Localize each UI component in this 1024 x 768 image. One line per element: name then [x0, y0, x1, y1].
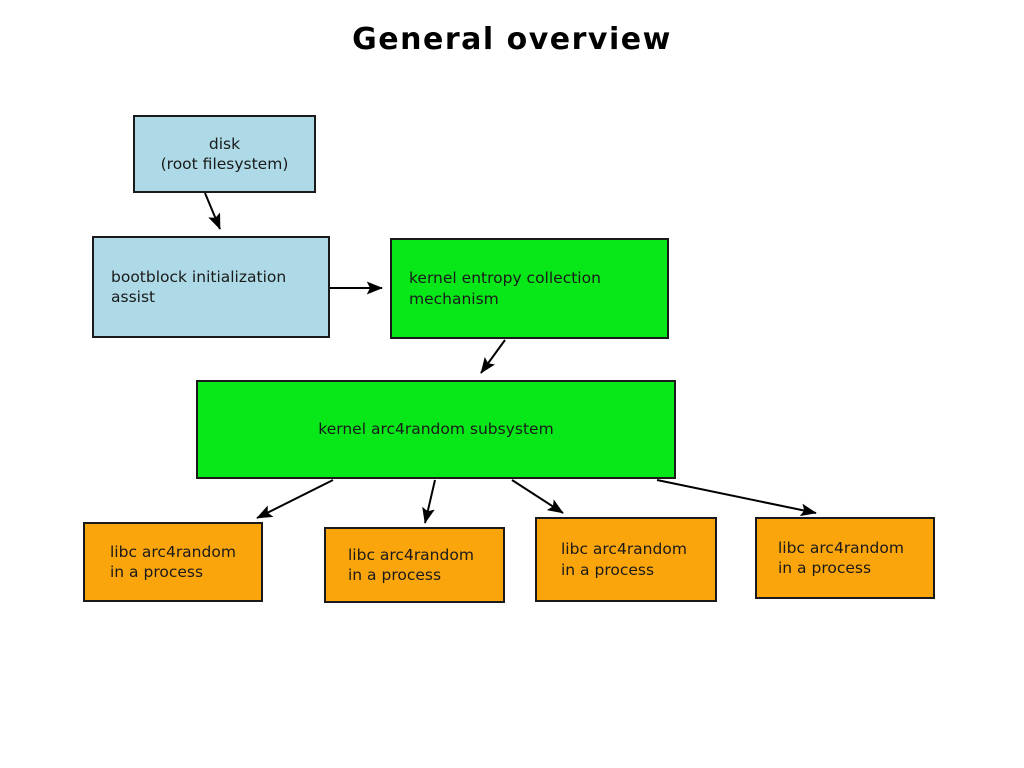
node-libc2-line1: libc arc4random — [348, 545, 474, 564]
node-libc4-line2: in a process — [778, 559, 872, 577]
node-kernel-entropy-collection-mechanism[interactable]: kernel entropy collection mechanism — [390, 238, 669, 339]
edge-subsystem-to-libc1 — [256, 479, 334, 519]
node-kernel-arc4random-subsystem[interactable]: kernel arc4random subsystem — [196, 380, 676, 479]
edge-disk-to-bootblock — [204, 192, 221, 230]
node-bootblock-line1: bootblock initialization — [111, 267, 287, 286]
node-libc-arc4random-1[interactable]: libc arc4random in a process — [83, 522, 263, 602]
edge-subsystem-to-libc3 — [511, 479, 564, 514]
edge-entropy-to-subsystem — [480, 339, 506, 374]
node-libc1-line1: libc arc4random — [110, 542, 236, 561]
node-libc3-line1: libc arc4random — [561, 540, 687, 559]
node-libc-arc4random-4[interactable]: libc arc4random in a process — [755, 517, 935, 599]
node-libc3-line2: in a process — [561, 560, 655, 579]
node-libc-arc4random-3[interactable]: libc arc4random in a process — [535, 517, 717, 602]
node-disk-line2: (root filesystem) — [160, 155, 289, 173]
node-libc-arc4random-2[interactable]: libc arc4random in a process — [324, 527, 505, 603]
edge-subsystem-to-libc4 — [656, 479, 817, 517]
node-libc1-line2: in a process — [110, 563, 204, 581]
node-libc4-line1: libc arc4random — [778, 538, 904, 557]
node-bootblock-initialization-assist[interactable]: bootblock initialization assist — [92, 236, 330, 338]
node-disk[interactable]: disk (root filesystem) — [133, 115, 316, 193]
node-entropy-line1: kernel entropy collection — [409, 269, 601, 288]
node-libc2-line2: in a process — [348, 566, 442, 584]
page-title: General overview — [352, 22, 672, 57]
node-subsystem-line1: kernel arc4random subsystem — [318, 420, 554, 439]
node-bootblock-line2: assist — [111, 288, 156, 306]
node-disk-line1: disk — [208, 134, 241, 153]
node-entropy-line2: mechanism — [409, 289, 499, 308]
edge-subsystem-to-libc2 — [422, 479, 436, 524]
